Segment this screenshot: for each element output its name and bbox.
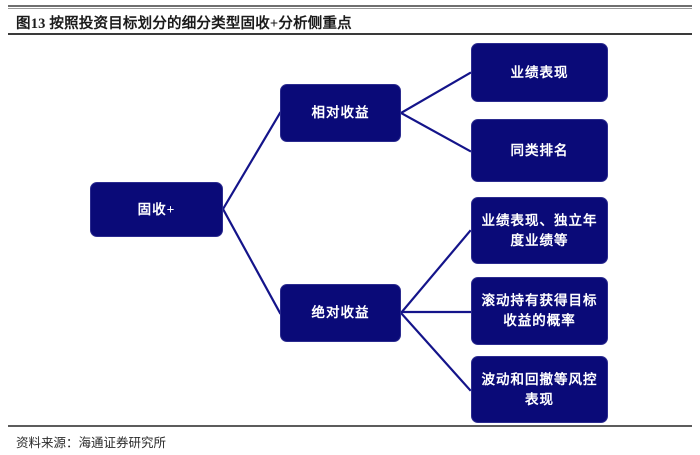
node-absolute-return[interactable]: 绝对收益 <box>280 284 401 342</box>
node-volatility-drawdown-risk[interactable]: 波动和回撤等风控表现 <box>471 356 608 423</box>
node-relative-return[interactable]: 相对收益 <box>280 84 401 142</box>
figure-source: 资料来源：海通证券研究所 <box>16 436 167 450</box>
footer-rule <box>8 425 692 427</box>
node-performance-annual[interactable]: 业绩表现、独立年度业绩等 <box>471 197 608 264</box>
node-rolling-hold-probability[interactable]: 滚动持有获得目标收益的概率 <box>471 277 608 345</box>
node-peer-ranking[interactable]: 同类排名 <box>471 119 608 182</box>
figure-title: 图13 按照投资目标划分的细分类型固收+分析侧重点 <box>16 16 352 32</box>
top-rule-outer <box>8 5 692 7</box>
top-rule-inner <box>8 8 692 9</box>
title-underline-rule <box>8 33 692 35</box>
node-root[interactable]: 固收+ <box>90 182 223 237</box>
node-performance[interactable]: 业绩表现 <box>471 43 608 102</box>
